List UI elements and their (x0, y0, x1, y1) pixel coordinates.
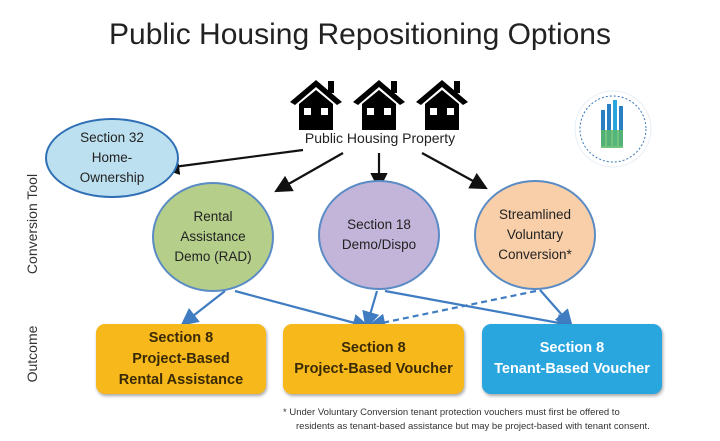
footnote: * Under Voluntary Conversion tenant prot… (283, 406, 650, 434)
tool-line: Home- (91, 150, 133, 165)
arrow-to-rad (274, 152, 344, 193)
tool-line: Demo (RAD) (174, 249, 252, 264)
tool-line: Ownership (79, 170, 145, 185)
tool-line: Demo/Dispo (341, 237, 417, 252)
tool-section-32: Section 32 Home- Ownership (45, 118, 179, 198)
tool-line: Rental (193, 209, 233, 224)
arrow-to-section32 (161, 148, 304, 176)
outcome-pbv: Section 8 Project-Based Voucher (283, 324, 464, 394)
axis-label-outcome: Outcome (24, 325, 40, 383)
outcome-pbra: Section 8 Project-Based Rental Assistanc… (96, 324, 266, 394)
tool-line: Section 18 (347, 217, 411, 232)
link-s18-pbv (362, 290, 380, 330)
tool-line: Assistance (180, 229, 246, 244)
link-svc-pbv-dashed (367, 289, 537, 331)
source-label: Public Housing Property (304, 130, 456, 146)
link-rad-pbv (234, 289, 371, 332)
tool-line: Conversion* (498, 247, 572, 262)
page-title: Public Housing Repositioning Options (109, 18, 611, 51)
tool-line: Streamlined (498, 207, 572, 222)
houses-icon (290, 80, 468, 130)
footnote-line: * Under Voluntary Conversion tenant prot… (283, 407, 620, 418)
tool-line: Section 32 (80, 130, 144, 145)
tool-section-18: Section 18 Demo/Dispo (318, 180, 440, 290)
outcome-tbv: Section 8 Tenant-Based Voucher (482, 324, 662, 394)
axis-label-conversion-tool: Conversion Tool (24, 173, 40, 275)
link-s18-tbv (384, 289, 575, 332)
footnote-line: residents as tenant-based assistance but… (296, 421, 650, 432)
arrow-to-streamlined (421, 152, 488, 190)
link-svc-tbv (539, 289, 573, 328)
hud-logo (574, 90, 652, 168)
tool-line: Voluntary (506, 227, 564, 242)
link-rad-pbra (180, 290, 226, 326)
